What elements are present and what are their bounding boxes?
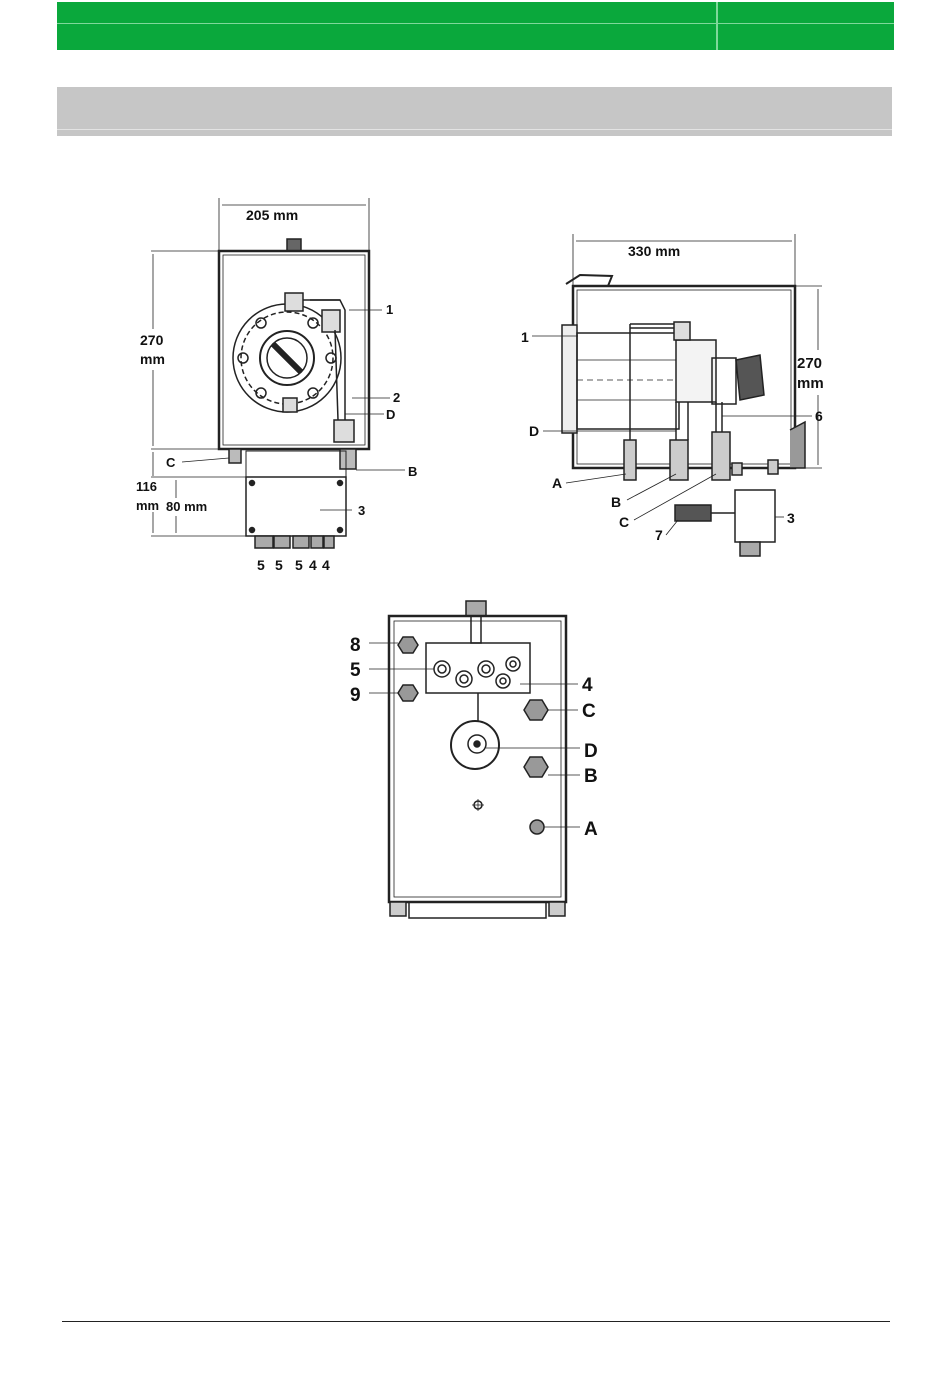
front-view-labels: 205 mm 270 mm 116 mm 80 mm 1 2 D C B 3 5… <box>136 207 417 573</box>
front-box-height-label: 80 mm <box>166 499 207 514</box>
front-bottom-label: 4 <box>322 557 330 573</box>
bottom-label-B: B <box>584 766 598 787</box>
side-height-value: 270 <box>797 355 822 372</box>
front-view-drawing <box>151 198 405 548</box>
front-label-B: B <box>408 464 417 479</box>
front-lower-total-unit: mm <box>136 498 159 513</box>
front-label-D: D <box>386 407 395 422</box>
bottom-label-4: 4 <box>582 675 593 696</box>
side-label-1: 1 <box>521 329 529 345</box>
side-height-unit: mm <box>797 375 824 392</box>
side-label-3: 3 <box>787 510 795 526</box>
bottom-label-5: 5 <box>350 660 361 681</box>
front-bottom-label: 4 <box>309 557 317 573</box>
front-width-label: 205 mm <box>246 207 298 223</box>
front-label-C: C <box>166 455 176 470</box>
front-bottom-label: 5 <box>257 557 265 573</box>
side-label-B: B <box>611 494 621 510</box>
bottom-label-8: 8 <box>350 635 361 656</box>
bottom-label-9: 9 <box>350 685 361 706</box>
bottom-view-drawing <box>369 601 580 918</box>
bottom-label-C: C <box>582 701 596 722</box>
side-label-A: A <box>552 475 562 491</box>
front-label-3: 3 <box>358 503 365 518</box>
front-bottom-label: 5 <box>295 557 303 573</box>
side-label-D: D <box>529 423 539 439</box>
side-label-7: 7 <box>655 527 663 543</box>
footer-rule <box>62 1321 890 1322</box>
side-width-label: 330 mm <box>628 243 680 259</box>
front-lower-total-value: 116 <box>136 479 157 494</box>
front-label-1: 1 <box>386 302 393 317</box>
front-label-2: 2 <box>393 390 400 405</box>
front-height-value: 270 <box>140 332 164 348</box>
side-label-6: 6 <box>815 408 823 424</box>
side-view-drawing <box>532 234 822 556</box>
side-label-C: C <box>619 514 629 530</box>
bottom-label-A: A <box>584 819 598 840</box>
bottom-label-D: D <box>584 741 598 762</box>
front-height-unit: mm <box>140 351 165 367</box>
front-bottom-label: 5 <box>275 557 283 573</box>
